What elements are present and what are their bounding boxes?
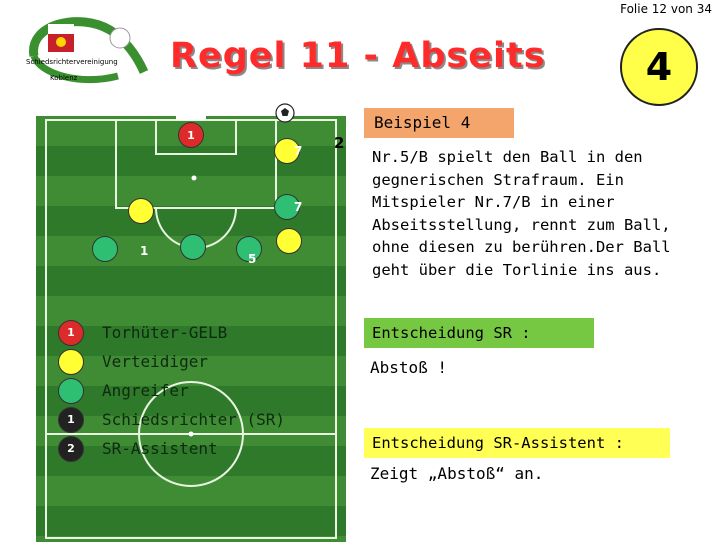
logo-club-text: Schiedsrichtervereinigung: [26, 58, 118, 66]
attacker-passer-marker: [236, 236, 262, 262]
ball-icon: [275, 103, 295, 123]
logo-city-text: Koblenz: [50, 74, 78, 82]
legend-text: Verteidiger: [102, 352, 208, 371]
defender-marker: [274, 138, 300, 164]
legend-marker-green: [58, 377, 84, 404]
defender-marker: [276, 228, 302, 254]
legend-row-assistant: 2 SR-Assistent: [58, 434, 285, 463]
attacker-number-label: 7: [294, 200, 303, 214]
legend-row-defender: Verteidiger: [58, 347, 285, 376]
assistant-decision-text: Zeigt „Abstoß“ an.: [370, 464, 544, 483]
legend-row-referee: 1 Schiedsrichter (SR): [58, 405, 285, 434]
attacker-offside-marker: [274, 194, 300, 220]
passer-number-label: 5: [248, 252, 257, 266]
legend-text: SR-Assistent: [102, 439, 218, 458]
legend-marker-yellow: [58, 348, 84, 375]
legend-marker-black: 2: [58, 435, 84, 462]
legend-text: Schiedsrichter (SR): [102, 410, 286, 429]
pitch-graphic: [36, 116, 346, 542]
attacker-marker: [92, 236, 118, 262]
legend-marker-red: 1: [58, 319, 84, 346]
referee-decision-label: Entscheidung SR :: [364, 318, 594, 348]
slide-counter: Folie 12 von 34: [620, 2, 712, 16]
player-number-label: 1: [140, 244, 149, 258]
defender-marker: [128, 198, 154, 224]
defender-number-label: 7: [294, 144, 303, 158]
legend-row-goalkeeper: 1 Torhüter-GELB: [58, 318, 285, 347]
legend-row-attacker: Angreifer: [58, 376, 285, 405]
football-pitch: 1 7 7 1 5: [36, 103, 346, 542]
referee-marker: 1: [178, 122, 204, 148]
example-heading: Beispiel 4: [364, 108, 514, 138]
referee-decision-text: Abstoß !: [370, 358, 448, 377]
legend-marker-black: 1: [58, 406, 84, 433]
slide-title: Regel 11 - Abseits: [170, 36, 546, 76]
example-description: Nr.5/B spielt den Ball in den gegnerisch…: [372, 148, 671, 279]
assistant-number-label: 2: [334, 134, 345, 152]
club-logo: Schiedsrichtervereinigung Koblenz: [20, 14, 150, 92]
attacker-marker: [180, 234, 206, 260]
legend-text: Torhüter-GELB: [102, 323, 228, 342]
legend: 1 Torhüter-GELB Verteidiger Angreifer 1 …: [58, 318, 285, 463]
assistant-decision-label: Entscheidung SR-Assistent :: [364, 428, 670, 458]
legend-text: Angreifer: [102, 381, 189, 400]
example-number-badge: 4: [620, 28, 698, 106]
